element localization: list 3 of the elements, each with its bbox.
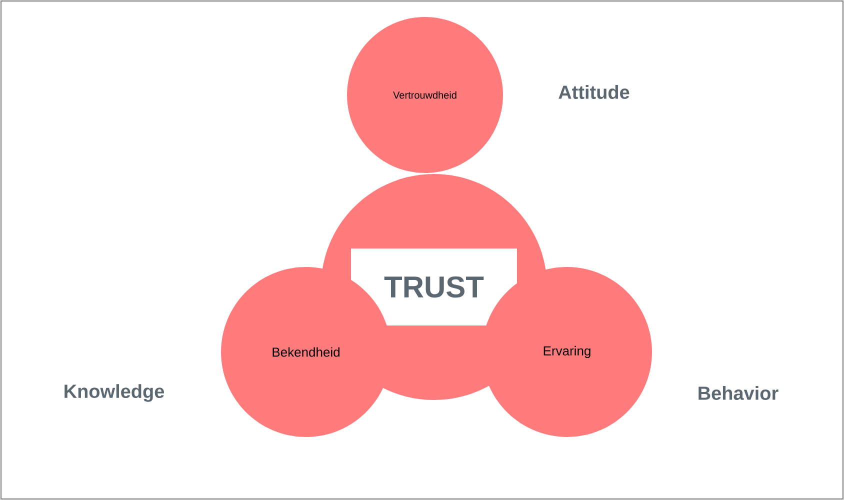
- side-label: Attitude: [558, 85, 630, 99]
- side-label: Knowledge: [64, 384, 164, 402]
- side-label: Behavior: [698, 386, 778, 400]
